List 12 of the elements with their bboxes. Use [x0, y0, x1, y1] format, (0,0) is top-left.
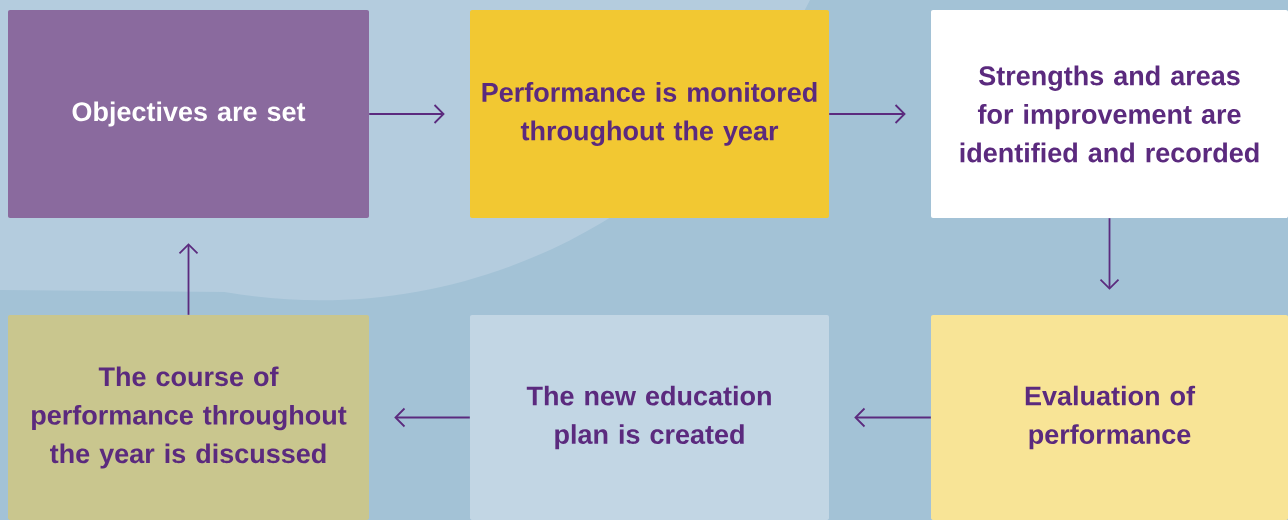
arrow: [854, 407, 932, 428]
arrow: [828, 104, 906, 124]
process-box: The course of performance throughout the year is discussed: [8, 315, 369, 520]
process-box: The new education plan is created: [470, 315, 829, 520]
process-box: Evaluation of performance: [931, 315, 1288, 520]
arrow: [178, 243, 199, 316]
process-box: Objectives are set: [8, 10, 369, 218]
arrow: [394, 407, 471, 428]
arrow: [1099, 217, 1120, 290]
process-box: Performance is monitored throughout the year: [470, 10, 829, 218]
arrow: [368, 104, 445, 124]
process-box: Strengths and areas for improvement are identified and recorded: [931, 10, 1288, 218]
